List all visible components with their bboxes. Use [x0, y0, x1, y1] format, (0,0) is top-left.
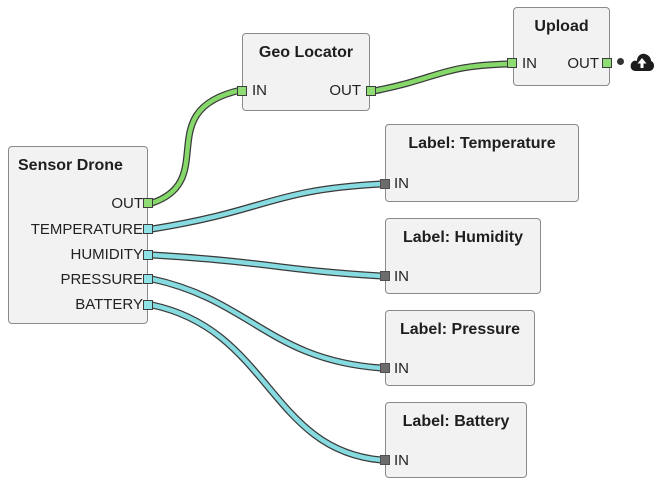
- node-label-pressure[interactable]: Label: Pressure IN: [385, 310, 535, 386]
- wire-battery-to-label[interactable]: [151, 301, 382, 464]
- node-geo-locator[interactable]: Geo Locator IN OUT: [242, 33, 370, 111]
- node-label-temperature[interactable]: Label: Temperature IN: [385, 124, 579, 202]
- label-battery-in-port[interactable]: [380, 455, 390, 465]
- upload-out-port[interactable]: [602, 58, 612, 68]
- label-temperature-in-port[interactable]: [380, 179, 390, 189]
- port-label-in: IN: [394, 452, 409, 469]
- node-title: Label: Humidity: [402, 229, 523, 246]
- node-title: Label: Battery: [402, 413, 510, 430]
- wire-humidity-to-label[interactable]: [151, 251, 382, 280]
- wire-sensor-out-to-geo-in[interactable]: [150, 86, 242, 207]
- endpoint-dot: [617, 58, 624, 65]
- cloud-upload-icon[interactable]: [629, 51, 655, 73]
- port-label-in: IN: [394, 360, 409, 377]
- sensor-battery-port[interactable]: [143, 300, 153, 310]
- sensor-humidity-port[interactable]: [143, 250, 153, 260]
- geo-out-port[interactable]: [366, 86, 376, 96]
- port-label-in: IN: [252, 82, 267, 99]
- node-upload[interactable]: Upload IN OUT: [513, 7, 610, 86]
- port-label-in: IN: [394, 268, 409, 285]
- node-title: Label: Temperature: [408, 135, 556, 152]
- node-label-humidity[interactable]: Label: Humidity IN: [385, 218, 541, 294]
- sensor-out-port[interactable]: [143, 198, 153, 208]
- label-pressure-in-port[interactable]: [380, 363, 390, 373]
- node-title: Sensor Drone: [18, 157, 123, 174]
- node-title: Geo Locator: [258, 44, 354, 61]
- port-label-out: OUT: [567, 55, 599, 72]
- port-label-pressure: PRESSURE: [60, 271, 143, 288]
- wire-temperature-to-label[interactable]: [151, 180, 382, 233]
- port-label-temperature: TEMPERATURE: [30, 221, 143, 238]
- upload-in-port[interactable]: [507, 58, 517, 68]
- port-label-in: IN: [522, 55, 537, 72]
- sensor-pressure-port[interactable]: [143, 274, 153, 284]
- node-label-battery[interactable]: Label: Battery IN: [385, 402, 527, 478]
- wire-pressure-to-label[interactable]: [151, 275, 382, 372]
- sensor-temperature-port[interactable]: [143, 224, 153, 234]
- node-title: Upload: [534, 18, 589, 35]
- port-label-humidity: HUMIDITY: [70, 246, 144, 263]
- node-title: Label: Pressure: [399, 321, 521, 338]
- wire-geo-out-to-upload-in[interactable]: [373, 60, 508, 95]
- port-label-battery: BATTERY: [75, 296, 143, 313]
- label-humidity-in-port[interactable]: [380, 271, 390, 281]
- port-label-in: IN: [394, 175, 409, 192]
- port-label-out: OUT: [111, 195, 143, 212]
- port-label-out: OUT: [329, 82, 361, 99]
- node-sensor-drone[interactable]: Sensor Drone OUT TEMPERATURE HUMIDITY PR…: [8, 146, 148, 324]
- geo-in-port[interactable]: [237, 86, 247, 96]
